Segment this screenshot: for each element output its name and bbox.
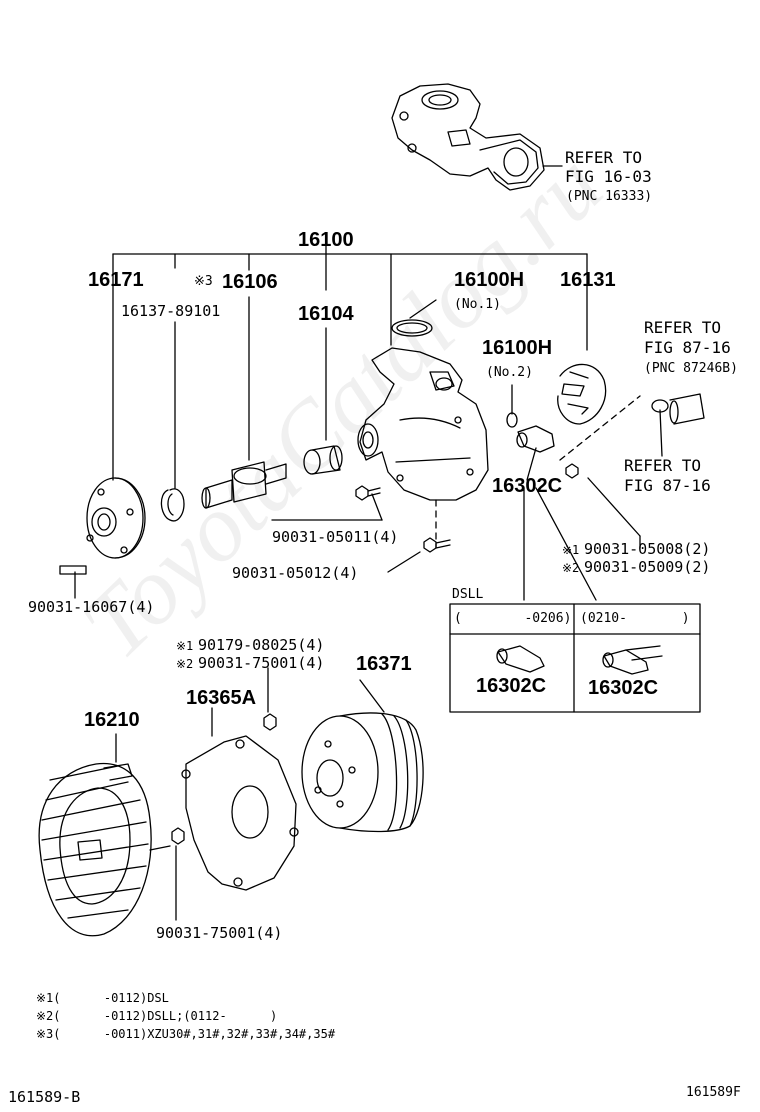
footnote-1: ※1( -0112)DSL bbox=[36, 991, 169, 1005]
part-16171[interactable]: 16171 bbox=[88, 269, 144, 291]
leader-lines bbox=[74, 296, 641, 921]
pulley-drawing bbox=[301, 712, 424, 833]
part-16302c[interactable]: 16302C bbox=[492, 475, 563, 497]
variant-part-1[interactable]: 16302C bbox=[476, 675, 547, 697]
variant-box-frame bbox=[449, 603, 701, 713]
part-16131[interactable]: 16131 bbox=[560, 269, 616, 291]
dash-line-hose bbox=[559, 395, 641, 461]
ref-fig-87-16-a-line1: REFER TO bbox=[644, 318, 722, 337]
ref-fig-16-03-line3: (PNC 16333) bbox=[566, 189, 653, 204]
water-inlet-housing-drawing bbox=[391, 83, 545, 191]
figure-id-left: 161589-B bbox=[8, 1088, 81, 1106]
variant-part-2[interactable]: 16302C bbox=[588, 677, 659, 699]
fan-clutch-drawing bbox=[38, 762, 171, 937]
leader-87-16 bbox=[659, 409, 663, 457]
part-16100[interactable]: 16100 bbox=[298, 229, 354, 251]
part-16100h-no2[interactable]: 16100H bbox=[482, 337, 553, 359]
bracket-16100 bbox=[112, 241, 588, 481]
part-90031-16067[interactable]: 90031-16067(4) bbox=[28, 598, 155, 616]
mark-16106: ※3 bbox=[194, 274, 213, 289]
figure-id-right: 161589F bbox=[686, 1085, 741, 1100]
part-90031-05009[interactable]: 90031-05009(2) bbox=[584, 558, 711, 576]
bypass-fitting-drawing bbox=[516, 425, 555, 453]
part-90031-75001-a[interactable]: 90031-75001(4) bbox=[198, 654, 325, 672]
water-pump-body-drawing bbox=[357, 347, 489, 501]
bolts-drawing bbox=[59, 463, 579, 845]
part-16137-89101[interactable]: 16137-89101 bbox=[121, 302, 221, 320]
part-90031-05011[interactable]: 90031-05011(4) bbox=[272, 528, 399, 546]
ref-fig-87-16-b-line2: FIG 87-16 bbox=[624, 476, 711, 495]
mark-90031-75001a: ※2 bbox=[176, 657, 194, 671]
ref-fig-87-16-a-line3: (PNC 87246B) bbox=[644, 361, 738, 376]
part-90179-08025[interactable]: 90179-08025(4) bbox=[198, 636, 325, 654]
part-16100h-no2-sub: (No.2) bbox=[486, 365, 533, 380]
part-90031-05012[interactable]: 90031-05012(4) bbox=[232, 564, 359, 582]
variant-box-col1: ( -0206) bbox=[454, 611, 572, 626]
part-90031-05008[interactable]: 90031-05008(2) bbox=[584, 540, 711, 558]
variant-fitting-drawings bbox=[496, 645, 663, 675]
hose-clamp-drawing bbox=[651, 393, 705, 425]
ref-fig-87-16-a-line2: FIG 87-16 bbox=[644, 338, 731, 357]
snap-ring-drawing bbox=[160, 488, 185, 522]
pulley-flange-drawing bbox=[86, 477, 146, 559]
ref-fig-16-03-line2: FIG 16-03 bbox=[565, 167, 652, 186]
impeller-drawing bbox=[557, 363, 607, 425]
part-16210[interactable]: 16210 bbox=[84, 709, 140, 731]
part-16365a[interactable]: 16365A bbox=[186, 687, 257, 709]
oring-no2-drawing bbox=[506, 412, 518, 428]
footnote-3: ※3( -0011)XZU30#,31#,32#,33#,34#,35# bbox=[36, 1027, 336, 1041]
mark-90031-05009: ※2 bbox=[562, 561, 580, 575]
ref-fig-16-03-line1: REFER TO bbox=[565, 148, 643, 167]
variant-box-title: DSLL bbox=[452, 587, 484, 602]
seal-drawing bbox=[303, 445, 343, 475]
mark-90031-05008: ※1 bbox=[562, 543, 580, 557]
part-16100h-no1[interactable]: 16100H bbox=[454, 269, 525, 291]
part-16106[interactable]: 16106 bbox=[222, 271, 278, 293]
cover-plate-drawing bbox=[181, 735, 299, 891]
mark-90179-08025: ※1 bbox=[176, 639, 194, 653]
bearing-shaft-drawing bbox=[201, 461, 287, 509]
part-16100h-no1-sub: (No.1) bbox=[454, 297, 501, 312]
footnote-2: ※2( -0112)DSLL;(0112- ) bbox=[36, 1009, 278, 1023]
ref-fig-87-16-b-line1: REFER TO bbox=[624, 456, 702, 475]
part-16104[interactable]: 16104 bbox=[298, 303, 354, 325]
part-16371[interactable]: 16371 bbox=[356, 653, 412, 675]
gasket-no1-drawing bbox=[391, 319, 433, 337]
variant-box-col2: (0210- ) bbox=[580, 611, 690, 626]
part-90031-75001-b[interactable]: 90031-75001(4) bbox=[156, 924, 283, 942]
